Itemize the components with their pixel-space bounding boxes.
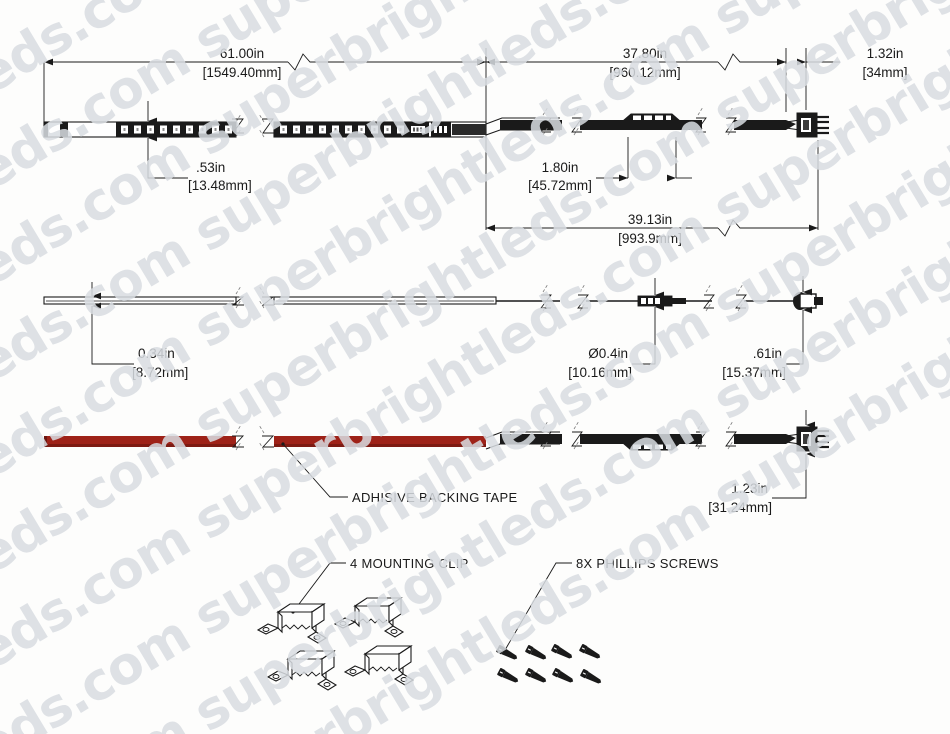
cable-side-profile: [496, 283, 795, 312]
mounting-clip: [256, 602, 328, 644]
dimension-value-inch: Ø0.4in: [588, 346, 628, 361]
adhesive-tape-left: [44, 424, 245, 451]
dimension-strip-thickness: 0.34in [8.72mm]: [91, 282, 188, 380]
phillips-screw: [496, 645, 518, 660]
dimension-value-mm: [45.72mm]: [528, 178, 592, 193]
phillips-screw: [525, 668, 547, 683]
dimension-value-inch: 37.80in: [623, 46, 667, 61]
callout-label: ADHISIVE BACKING TAPE: [352, 490, 518, 505]
dimension-value-mm: [15.37mm]: [722, 365, 786, 380]
led-strip-top-right: [258, 113, 487, 138]
dimension-connector-length: 1.32in [34mm]: [785, 46, 908, 112]
dimension-value-mm: [31.24mm]: [708, 500, 772, 515]
view-side-strip: 0.34in [8.72mm] Ø0.4in [10.16mm] .61in […: [43, 276, 823, 380]
led-strip-top-left: [43, 113, 244, 138]
dimension-value-inch: 61.00in: [220, 46, 264, 61]
cable-to-connector-top: [725, 106, 801, 136]
dimension-splice-diameter: Ø0.4in [10.16mm]: [568, 278, 664, 380]
connector-4pin-top: [796, 112, 829, 138]
phillips-screw: [525, 645, 547, 660]
phillips-screw: [497, 668, 519, 683]
dimension-value-mm: [960.12mm]: [609, 65, 680, 80]
dimension-strip-length: 61.00in [1549.40mm]: [43, 46, 487, 128]
dimension-value-inch: .61in: [753, 346, 782, 361]
dimension-lead-wire-length: 37.80in [960.12mm]: [486, 46, 840, 110]
callout-adhesive-tape: ADHISIVE BACKING TAPE: [281, 442, 517, 505]
dimension-value-mm: [13.48mm]: [188, 178, 252, 193]
mounting-clip: [333, 596, 405, 638]
connector-side-profile: [793, 292, 823, 310]
dimension-led-pitch: .53in [13.48mm]: [147, 101, 252, 193]
dimension-value-mm: [10.16mm]: [568, 365, 632, 380]
strip-side-profile-right: [258, 285, 497, 309]
phillips-screw: [579, 644, 601, 659]
callout-label: 4 MOUNTING CLIP: [350, 556, 469, 571]
view-top-strip: 61.00in [1549.40mm]: [43, 46, 908, 246]
dimension-value-inch: 39.13in: [628, 212, 672, 227]
view-bottom-adhesive: ADHISIVE BACKING TAPE 1.23in [31.24mm]: [44, 410, 829, 515]
dimension-value-inch: 0.34in: [138, 346, 175, 361]
phillips-screw: [552, 668, 574, 683]
strip-side-profile-left: [43, 285, 245, 309]
dimension-connector-width: 1.23in [31.24mm]: [708, 410, 815, 515]
callout-label: 8X PHILLIPS SCREWS: [576, 556, 719, 571]
connector-4pin-bottom: [796, 426, 829, 452]
dimension-value-inch: 1.32in: [867, 46, 904, 61]
view-accessories: 4 MOUNTING CLIP: [256, 556, 718, 691]
dimension-connector-height: .61in [15.37mm]: [722, 276, 812, 380]
dimension-value-mm: [8.72mm]: [132, 365, 188, 380]
cable-inline-splice-top: [571, 106, 707, 136]
dimension-value-mm: [1549.40mm]: [203, 65, 282, 80]
dimension-overall-cable: 39.13in [993.9mm]: [485, 137, 819, 246]
mounting-clip: [266, 649, 338, 691]
cable-transition-top: [485, 117, 562, 136]
dimension-inline-splice: 1.80in [45.72mm]: [528, 137, 692, 193]
dimension-value-inch: .53in: [196, 160, 225, 175]
phillips-screw: [551, 644, 573, 659]
cable-break-1: [540, 106, 552, 136]
dimension-value-mm: [993.9mm]: [618, 231, 682, 246]
callout-phillips-screws: 8X PHILLIPS SCREWS: [503, 556, 718, 652]
adhesive-tape-right: [258, 424, 486, 451]
dimension-value-mm: [34mm]: [862, 65, 907, 80]
dimension-value-inch: 1.80in: [542, 160, 579, 175]
mounting-clip: [343, 644, 415, 686]
phillips-screw: [580, 669, 602, 684]
cable-bottom-view: [485, 420, 801, 451]
dimension-value-inch: 1.23in: [731, 481, 768, 496]
